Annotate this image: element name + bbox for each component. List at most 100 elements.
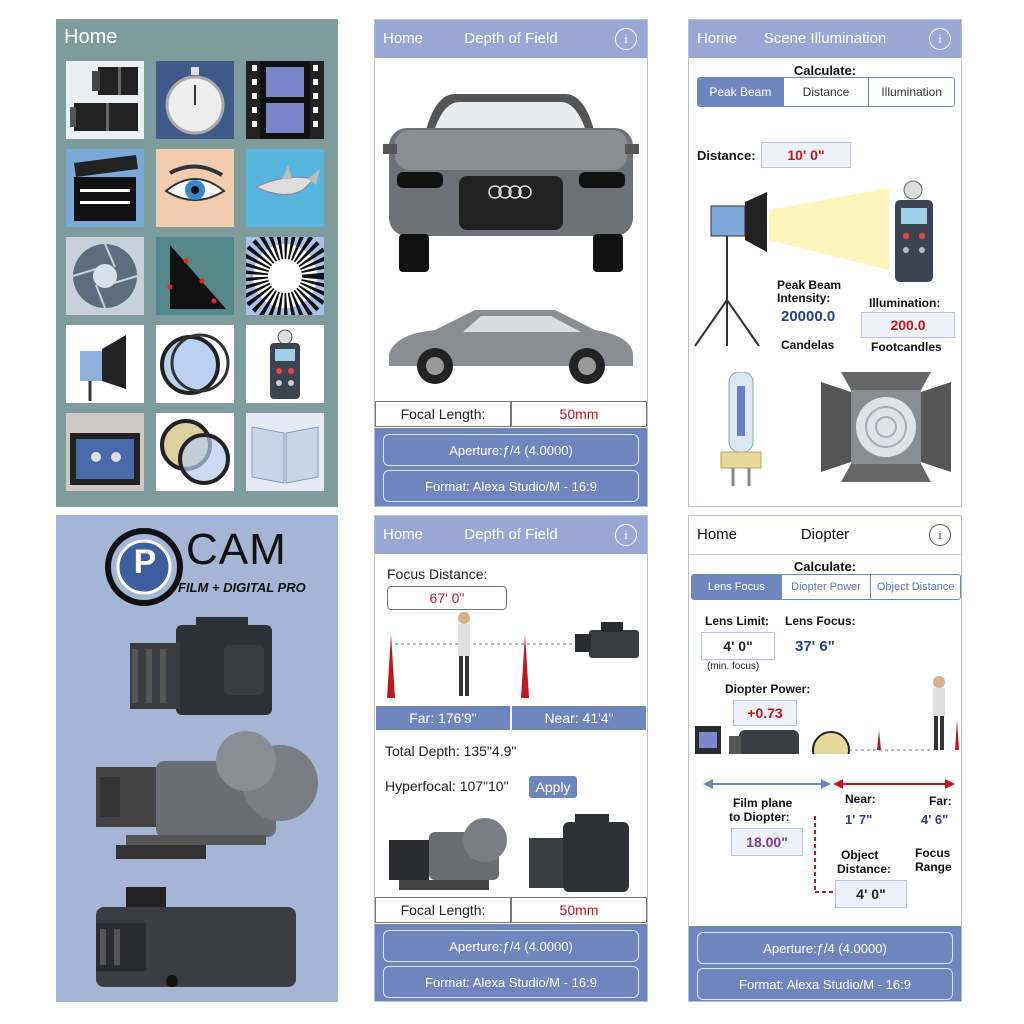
home-link[interactable]: Home (697, 526, 738, 543)
apply-button[interactable]: Apply (529, 776, 577, 798)
clapper-tile[interactable] (66, 149, 144, 227)
star-chart-tile[interactable] (238, 229, 332, 323)
aperture-button[interactable]: Aperture:ƒ/4 (4.0000) (383, 434, 639, 466)
light-meter-tile[interactable] (246, 325, 324, 403)
pcam-logo-text: CAM (186, 525, 287, 574)
focus-range-label-line-1: Focus (915, 846, 951, 860)
book-tile[interactable] (246, 413, 324, 491)
diopter-power-field[interactable]: +0.73 (733, 700, 797, 726)
stopwatch-icon (165, 67, 225, 135)
focus-distance-field[interactable]: 67' 0" (387, 586, 507, 610)
info-icon[interactable]: i (615, 28, 637, 50)
focal-length-label: Focal Length: (375, 897, 511, 923)
pcam-logo (105, 528, 183, 606)
hyperfocal-text: Hyperfocal: 107"10" (385, 778, 509, 794)
info-icon[interactable]: i (615, 524, 637, 546)
light-beam-illustration (694, 180, 933, 347)
nav-bar: Home Diopter i (689, 516, 961, 555)
filter-rings-icon (160, 333, 230, 395)
shark-tile[interactable] (246, 149, 324, 227)
light-tile[interactable] (66, 325, 144, 403)
lens-limit-field[interactable]: 4' 0" (701, 632, 775, 660)
focus-distance-label: Focus Distance: (387, 566, 488, 582)
near-value: 1' 7" (845, 812, 873, 827)
pcam-logo-letter: P (133, 543, 157, 581)
triangle-tile[interactable] (156, 237, 234, 315)
segment-illumination[interactable]: Illumination (869, 78, 954, 106)
aperture-tile[interactable] (66, 237, 144, 315)
far-near-row: Far: 176'9" Near: 41'4" (375, 705, 647, 731)
bottom-bar: Aperture:ƒ/4 (4.0000) Format: Alexa Stud… (375, 428, 647, 506)
pcam-splash-screen: P CAM FILM + DIGITAL PRO (56, 515, 338, 1002)
segment-diopter-power[interactable]: Diopter Power (781, 575, 872, 599)
segment-object-distance[interactable]: Object Distance (871, 575, 960, 599)
dof-screen-top: Home Depth of Field i Focal Length: 50mm… (374, 19, 648, 507)
focal-length-value[interactable]: 50mm (511, 897, 647, 923)
distance-field[interactable]: 10' 0" (761, 142, 851, 168)
cinema-camera-illustration (96, 731, 318, 859)
home-screen: Home (56, 19, 338, 507)
home-link[interactable]: Home (383, 526, 424, 543)
info-icon[interactable]: i (929, 524, 951, 546)
dslr-camera-illustration (130, 617, 272, 715)
focus-range-label-line-2: Range (915, 860, 952, 874)
calculate-label: Calculate: (793, 559, 857, 574)
nav-bar: Home Scene Illumination i (689, 20, 961, 58)
color-filters-tile[interactable] (156, 413, 234, 491)
filters-tile[interactable] (156, 325, 234, 403)
car-side-illustration (389, 310, 633, 384)
screen-title: Scene Illumination (763, 30, 887, 47)
focal-length-value[interactable]: 50mm (511, 401, 647, 427)
near-label: Near: (845, 792, 876, 806)
info-icon[interactable]: i (929, 28, 951, 50)
home-title: Home (64, 26, 118, 48)
filmstrip-icon (252, 61, 318, 139)
triangle-icon (167, 245, 226, 309)
bottom-bar: Aperture:ƒ/4 (4.0000) Format: Alexa Stud… (375, 924, 647, 1001)
aperture-button[interactable]: Aperture:ƒ/4 (4.0000) (383, 930, 639, 962)
far-value: Far: 176'9" (375, 705, 511, 731)
light-meter-icon (270, 329, 300, 399)
segment-peak-beam[interactable]: Peak Beam (698, 78, 784, 106)
filmstrip-tile[interactable] (246, 61, 324, 139)
far-label: Far: (929, 794, 952, 808)
format-button[interactable]: Format: Alexa Studio/M - 16:9 (697, 968, 953, 1000)
eye-icon (164, 164, 226, 201)
format-button[interactable]: Format: Alexa Studio/M - 16:9 (383, 966, 639, 998)
car-front-illustration (383, 94, 639, 272)
peak-beam-label-line-1: Peak Beam (777, 278, 842, 292)
color-filter-icon (160, 419, 230, 485)
segment-lens-focus[interactable]: Lens Focus (692, 575, 782, 599)
aperture-button[interactable]: Aperture:ƒ/4 (4.0000) (697, 932, 953, 964)
lenses-tile[interactable] (66, 61, 144, 139)
stopwatch-tile[interactable] (156, 61, 234, 139)
diopter-screen: Home Diopter i Calculate: Lens Focus Dio… (688, 515, 962, 1002)
pcam-subtitle: FILM + DIGITAL PRO (178, 580, 306, 595)
eye-tile[interactable] (156, 149, 234, 227)
segment-distance[interactable]: Distance (783, 78, 870, 106)
dof-screen-bottom: Home Depth of Field i Focus Distance: 67… (374, 515, 648, 1002)
lens-limit-label: Lens Limit: (705, 614, 770, 628)
nav-bar: Home Depth of Field i (375, 20, 647, 58)
object-distance-label-line-1: Object (841, 848, 879, 862)
camcorder-illustration (96, 887, 296, 987)
peak-beam-value[interactable]: 20000.0 (781, 308, 836, 325)
home-link[interactable]: Home (697, 30, 738, 47)
candelas-unit: Candelas (781, 338, 835, 352)
format-button[interactable]: Format: Alexa Studio/M - 16:9 (383, 470, 639, 502)
film-plane-field[interactable]: 18.00" (731, 828, 803, 856)
ballast-tile[interactable] (66, 413, 144, 491)
illumination-field[interactable]: 200.0 (861, 312, 955, 338)
total-depth-text: Total Depth: 135"4.9" (385, 743, 517, 759)
diopter-diagram (695, 676, 959, 754)
peak-beam-label-line-2: Intensity: (777, 291, 831, 305)
home-link[interactable]: Home (383, 30, 424, 47)
screen-title: Diopter (800, 526, 850, 543)
object-distance-field[interactable]: 4' 0" (835, 880, 907, 908)
screen-title: Depth of Field (464, 526, 558, 543)
dof-diagram (387, 612, 639, 698)
diopter-power-label: Diopter Power: (725, 682, 811, 696)
focal-length-label: Focal Length: (375, 401, 511, 427)
focal-length-row: Focal Length: 50mm (375, 897, 647, 923)
siemens-star-icon (238, 229, 332, 323)
